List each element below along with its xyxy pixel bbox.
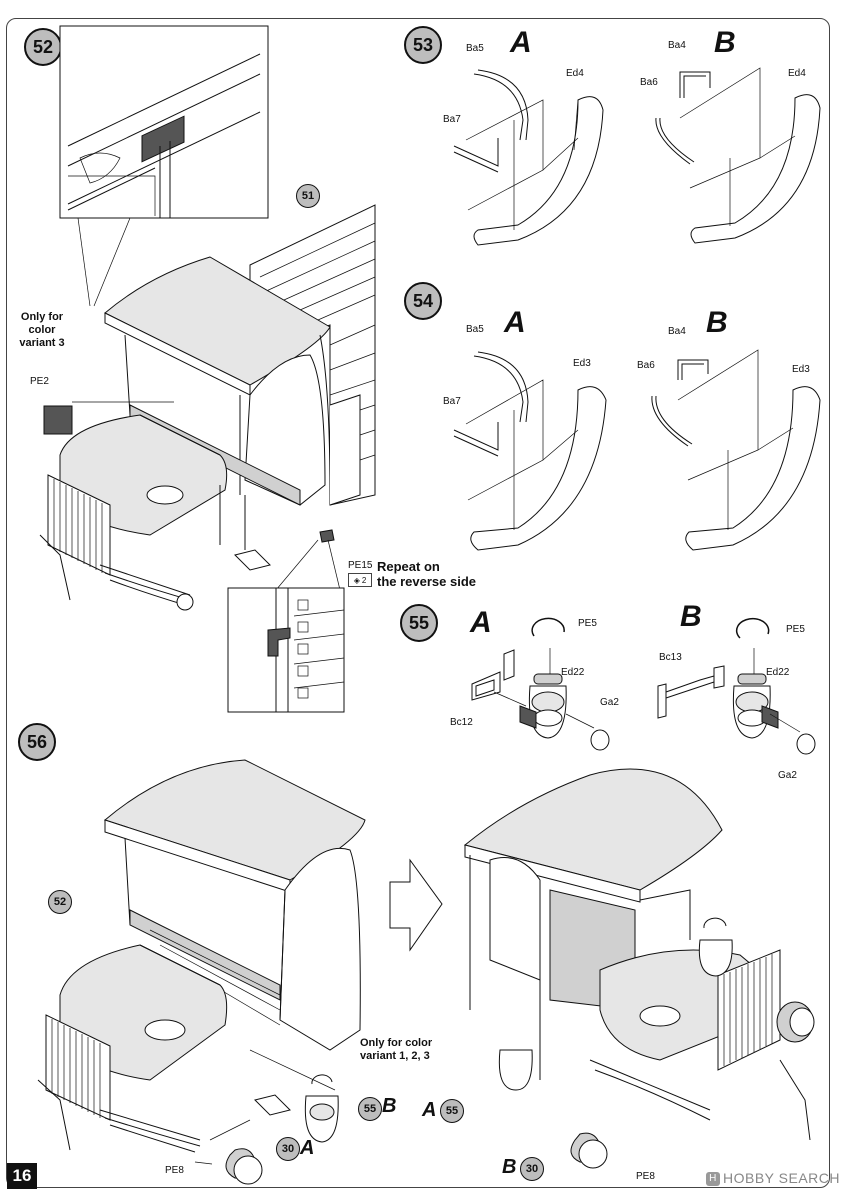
inset-connector-lines	[77, 217, 131, 307]
step-55-variant-b: B	[680, 600, 702, 633]
step-53-variant-a: A	[510, 26, 532, 59]
step-54-b-ba4: Ba4	[668, 326, 686, 337]
step-54-a-fender	[453, 351, 607, 551]
hobby-search-logo-icon: H	[706, 1172, 720, 1187]
step-54-a-ed3: Ed3	[573, 358, 591, 369]
step-53-b-fender	[655, 67, 821, 244]
step-54-variant-a: A	[504, 306, 526, 339]
step-55-b-pe5: PE5	[786, 624, 805, 635]
step-55-b-bc13: Bc13	[659, 652, 682, 663]
repeat-note: Repeat on the reverse side	[377, 559, 477, 589]
step-54-b-fender	[651, 349, 821, 551]
pe15-bracket	[319, 529, 335, 543]
step-52-color-note: Only for color variant 3	[19, 311, 65, 349]
step-52-ref-badge: 52	[48, 890, 72, 914]
step-54-b-ed3: Ed3	[792, 364, 810, 375]
step-53-variant-b: B	[714, 26, 736, 59]
step-56-color-note: Only for color variant 1, 2, 3	[360, 1037, 433, 1062]
step-56-ref-variant-a: A	[300, 1137, 315, 1159]
step-51-ref-badge: 51	[296, 184, 320, 208]
step-54-variant-b: B	[706, 306, 728, 339]
step-56-badge: 56	[18, 723, 56, 761]
step-56-right-variant-b: B	[502, 1156, 517, 1178]
pe2-plate	[43, 401, 174, 435]
step-53-b-ba4: Ba4	[668, 40, 686, 51]
truck-illustration-step-56-left	[37, 759, 366, 1185]
step-55-a-bc12: Bc12	[450, 717, 473, 728]
step-56-right-variant-a: A	[422, 1099, 437, 1121]
step-55-a-ed22: Ed22	[561, 667, 585, 678]
step-55-ref-badge-a: 55	[440, 1099, 464, 1123]
step-56-ref-variant-b: B	[382, 1095, 397, 1117]
step-55-badge: 55	[400, 604, 438, 642]
next-step-arrow	[389, 858, 443, 952]
repeat-count-icon: ◈2	[348, 573, 372, 587]
step-53-b-ba6: Ba6	[640, 77, 658, 88]
step-53-b-ed4: Ed4	[788, 68, 806, 79]
step-55-a-lamp	[471, 617, 610, 751]
step-53-a-ba5: Ba5	[466, 43, 484, 54]
step-54-b-ba6: Ba6	[637, 360, 655, 371]
step-30-ref-badge-b: 30	[520, 1157, 544, 1181]
step-55-b-ed22: Ed22	[766, 667, 790, 678]
step-53-badge: 53	[404, 26, 442, 64]
part-label-pe2: PE2	[30, 376, 49, 387]
step-53-a-fender	[453, 69, 604, 246]
step-54-a-ba7: Ba7	[443, 396, 461, 407]
step-52-badge: 52	[24, 28, 62, 66]
step-53-a-ed4: Ed4	[566, 68, 584, 79]
step-55-b-lamp	[657, 617, 816, 755]
truck-illustration-step-52	[39, 204, 376, 611]
step-55-variant-a: A	[470, 606, 492, 639]
step-55-b-ga2: Ga2	[778, 770, 797, 781]
step-55-ref-badge-b: 55	[358, 1097, 382, 1121]
step-30-ref-badge-a: 30	[276, 1137, 300, 1161]
step-55-a-pe5: PE5	[578, 618, 597, 629]
part-label-pe8-right: PE8	[636, 1171, 655, 1182]
mirror-icon: ◈	[353, 575, 360, 585]
pe15-detail-inset	[227, 539, 345, 713]
step-55-a-ga2: Ga2	[600, 697, 619, 708]
page-frame	[6, 18, 830, 1188]
page-number: 16	[7, 1163, 37, 1189]
step-54-a-ba5: Ba5	[466, 324, 484, 335]
step-53-a-ba7: Ba7	[443, 114, 461, 125]
step-54-badge: 54	[404, 282, 442, 320]
part-label-pe15: PE15	[348, 560, 373, 571]
part-label-pe8-left: PE8	[165, 1165, 184, 1176]
step-52-detail-inset	[59, 25, 269, 219]
truck-illustration-step-56-right	[463, 768, 815, 1169]
